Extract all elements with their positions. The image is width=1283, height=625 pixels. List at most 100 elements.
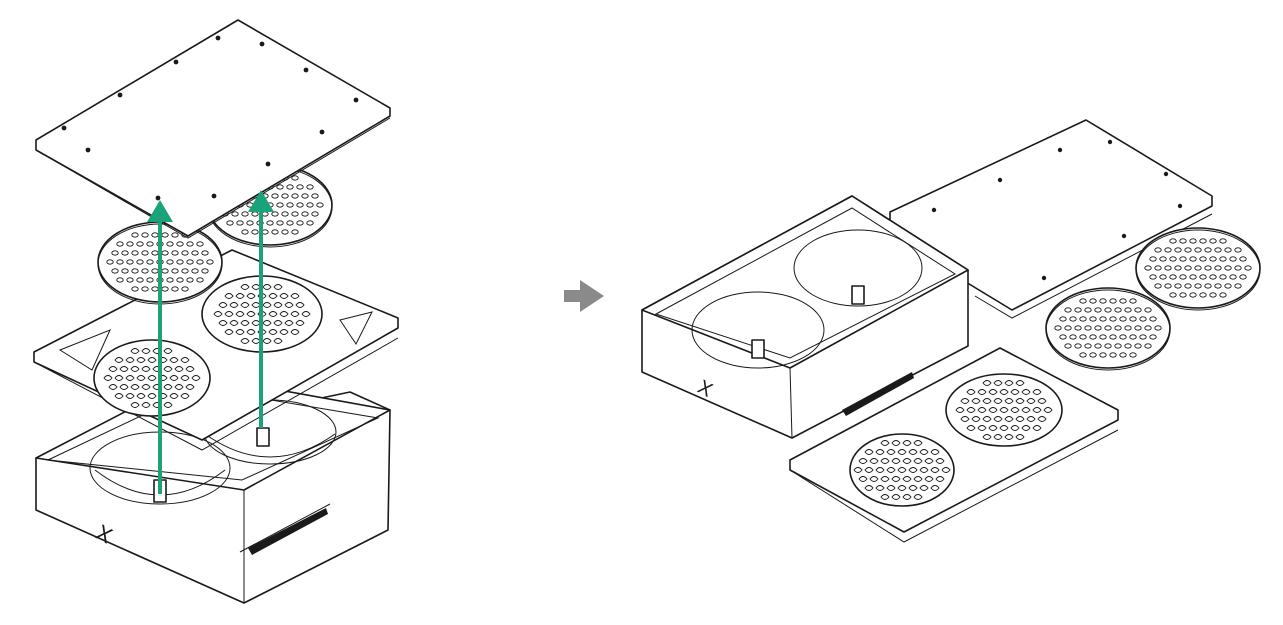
- rack-slot: [284, 302, 294, 308]
- perforation-hole: [1174, 265, 1182, 271]
- perforation-hole: [191, 268, 199, 274]
- perforation-hole: [246, 220, 254, 226]
- rack-slot: [880, 494, 890, 500]
- rack-slot: [235, 311, 245, 317]
- rack-slot: [147, 375, 157, 381]
- perforation-hole: [1214, 283, 1222, 289]
- perforation-hole: [116, 259, 124, 265]
- perforation-hole: [191, 250, 199, 256]
- perforation-hole: [1194, 265, 1202, 271]
- rack-slot: [224, 293, 234, 299]
- perforation-hole: [286, 202, 294, 208]
- rack-slot: [163, 384, 173, 390]
- rack-slot: [273, 338, 283, 344]
- rack-slot: [930, 467, 940, 473]
- rack-slot: [886, 449, 896, 455]
- perforation-hole: [126, 241, 134, 247]
- perforation-hole: [196, 241, 204, 247]
- rack-slot: [136, 393, 146, 399]
- rack-slot: [251, 338, 261, 344]
- perforation-hole: [1194, 247, 1202, 253]
- rack-holes-b: [955, 380, 1053, 440]
- perforation-hole: [151, 268, 159, 274]
- rack-slot: [147, 357, 157, 363]
- perforation-hole: [251, 211, 259, 217]
- rack-slot: [169, 393, 179, 399]
- round-plate-left: [97, 221, 223, 305]
- rack-slot: [130, 384, 140, 390]
- rack-slot: [869, 476, 879, 482]
- rack-slot: [919, 485, 929, 491]
- rack-slot: [246, 293, 256, 299]
- rack-slot: [290, 311, 300, 317]
- perforation-hole: [1069, 334, 1077, 340]
- rack-slot: [251, 320, 261, 326]
- perforation-hole: [1129, 334, 1137, 340]
- perforation-hole: [1104, 325, 1112, 331]
- perforation-hole: [241, 211, 249, 217]
- rack-slot: [114, 393, 124, 399]
- tray-separated: X: [641, 195, 969, 439]
- perforation-hole: [161, 286, 169, 292]
- rack-slot: [262, 284, 272, 290]
- rack-slot: [224, 329, 234, 335]
- perforation-hole: [1119, 298, 1127, 304]
- rack-slot: [960, 398, 970, 404]
- rack-slot: [913, 476, 923, 482]
- perforation-hole: [1164, 283, 1172, 289]
- rack-slot: [180, 375, 190, 381]
- perforation-hole: [1199, 274, 1207, 280]
- perforation-hole: [161, 268, 169, 274]
- perforation-hole: [1199, 238, 1207, 244]
- rack-slot: [982, 380, 992, 386]
- rack-slot: [924, 458, 934, 464]
- rack-slot: [125, 357, 135, 363]
- rack-slot: [229, 302, 239, 308]
- perforation-hole: [1239, 256, 1247, 262]
- perforation-hole: [166, 277, 174, 283]
- rack-slot: [875, 467, 885, 473]
- rack-slot: [290, 293, 300, 299]
- rack-slot: [941, 467, 951, 473]
- perforation-hole: [1184, 283, 1192, 289]
- perforation-hole: [1079, 298, 1087, 304]
- perforation-hole: [276, 184, 284, 190]
- perforation-hole: [281, 211, 289, 217]
- rack-slot: [1021, 407, 1031, 413]
- rack-slot: [875, 485, 885, 491]
- rack-slot: [1010, 389, 1020, 395]
- perforation-hole: [1099, 316, 1107, 322]
- rack-slot: [240, 302, 250, 308]
- rack-slot: [988, 407, 998, 413]
- perforation-hole: [181, 250, 189, 256]
- rack-slot: [891, 458, 901, 464]
- perforation-hole: [1159, 274, 1167, 280]
- rack-slot: [130, 402, 140, 408]
- perforation-hole: [1189, 292, 1197, 298]
- perforation-hole: [1204, 247, 1212, 253]
- rack-slot: [246, 329, 256, 335]
- perforation-hole: [1119, 334, 1127, 340]
- rack-slot: [913, 440, 923, 446]
- rack-slot: [141, 366, 151, 372]
- rack-slot: [875, 449, 885, 455]
- perforation-hole: [306, 184, 314, 190]
- perforation-hole: [271, 193, 279, 199]
- rack-slot: [919, 449, 929, 455]
- rack-slot: [935, 458, 945, 464]
- rack-slot: [268, 329, 278, 335]
- rack-slot: [1015, 416, 1025, 422]
- rack-slot: [924, 476, 934, 482]
- rack-frame: [33, 249, 399, 451]
- perforation-hole: [1129, 352, 1137, 358]
- rack-slot: [897, 485, 907, 491]
- perforation-hole: [136, 277, 144, 283]
- rack-slot: [136, 375, 146, 381]
- perforation-hole: [1169, 292, 1177, 298]
- rack-slot: [913, 494, 923, 500]
- rack-slot: [908, 485, 918, 491]
- rack-slot: [180, 357, 190, 363]
- rack-slot: [858, 458, 868, 464]
- perforation-hole: [1169, 274, 1177, 280]
